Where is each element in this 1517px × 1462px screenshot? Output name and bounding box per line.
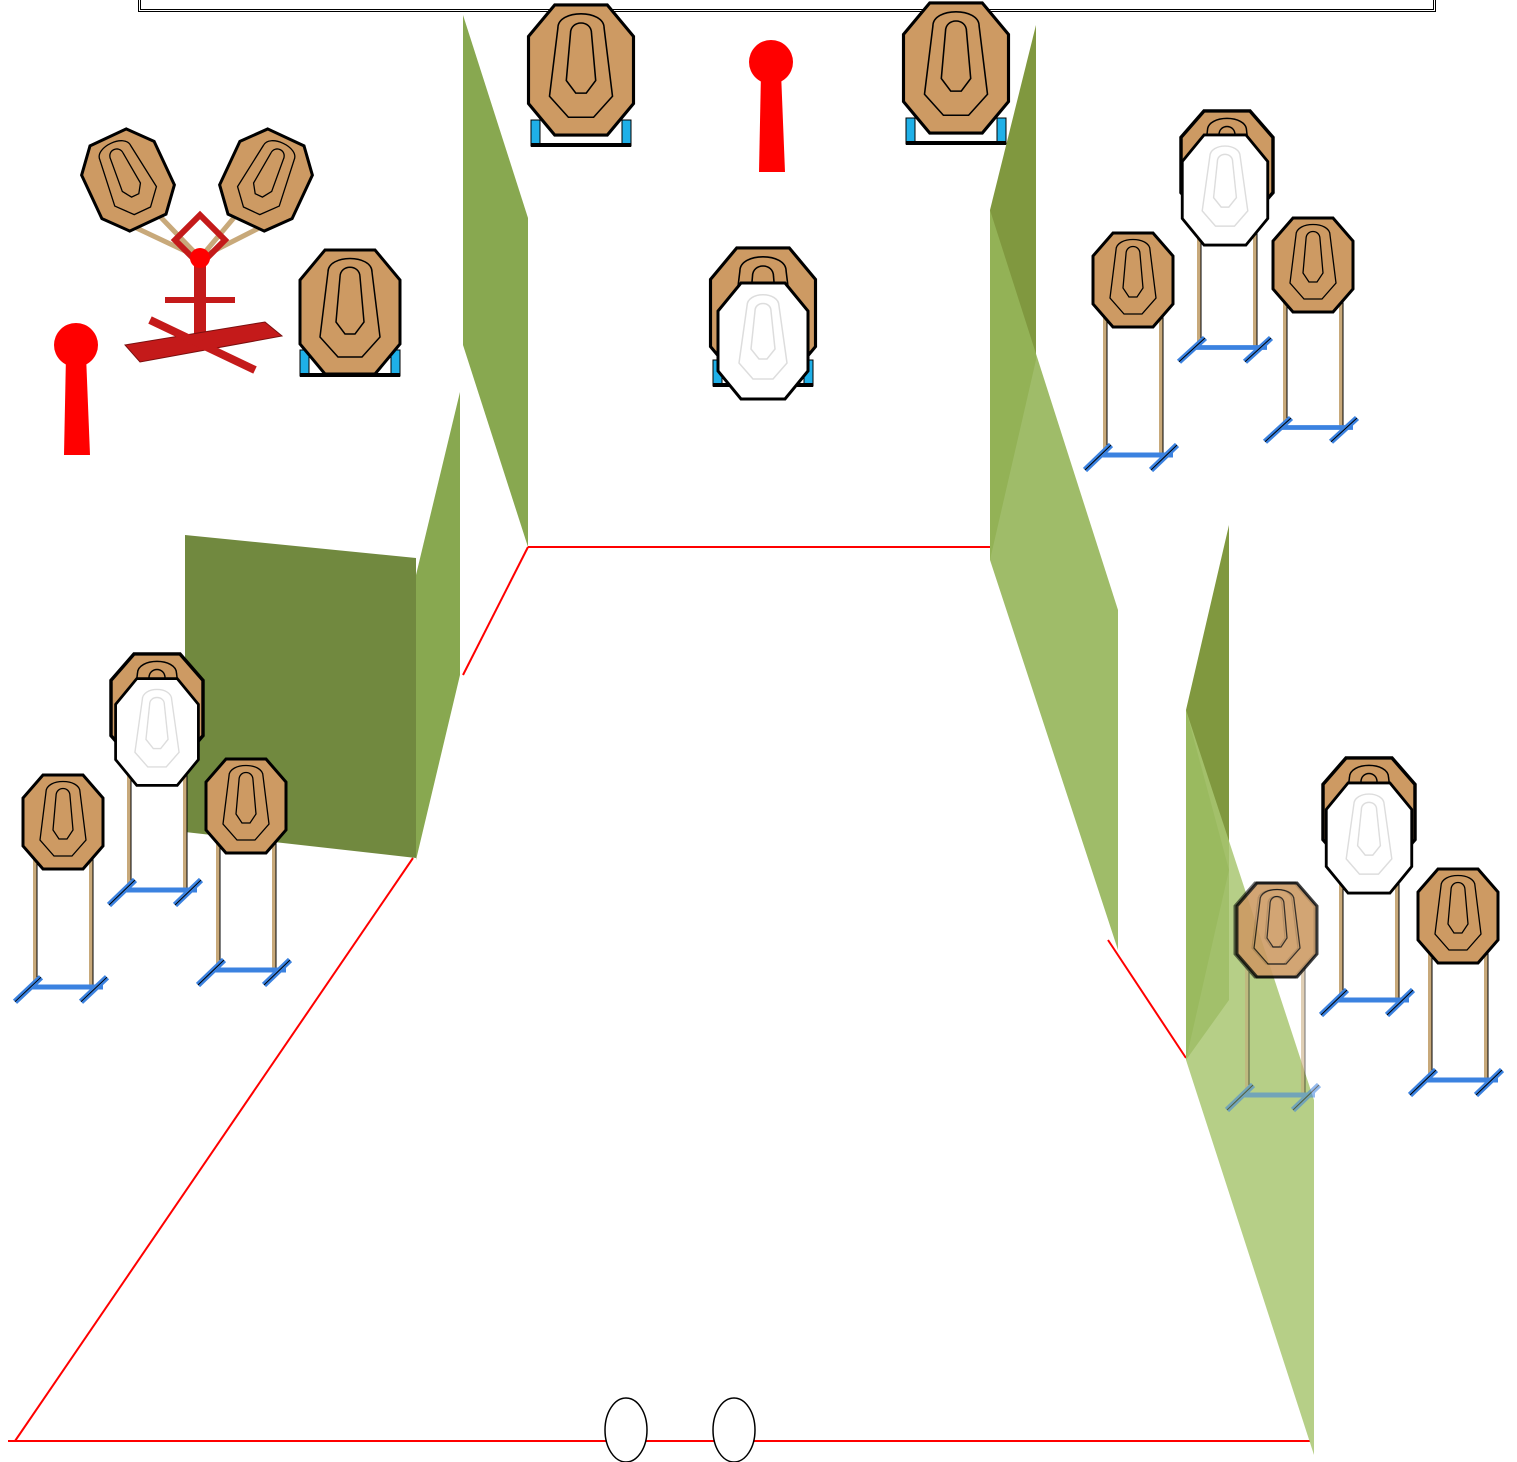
left-low-target: [300, 250, 400, 376]
center-target: [711, 248, 816, 399]
start-position-icon: [605, 1398, 755, 1462]
back-targets: [529, 3, 1009, 172]
wall-panels: [185, 15, 1314, 1455]
right-upper-array: [1085, 111, 1357, 470]
swinger-target: [72, 120, 322, 370]
steel-popper-left: [54, 323, 98, 455]
